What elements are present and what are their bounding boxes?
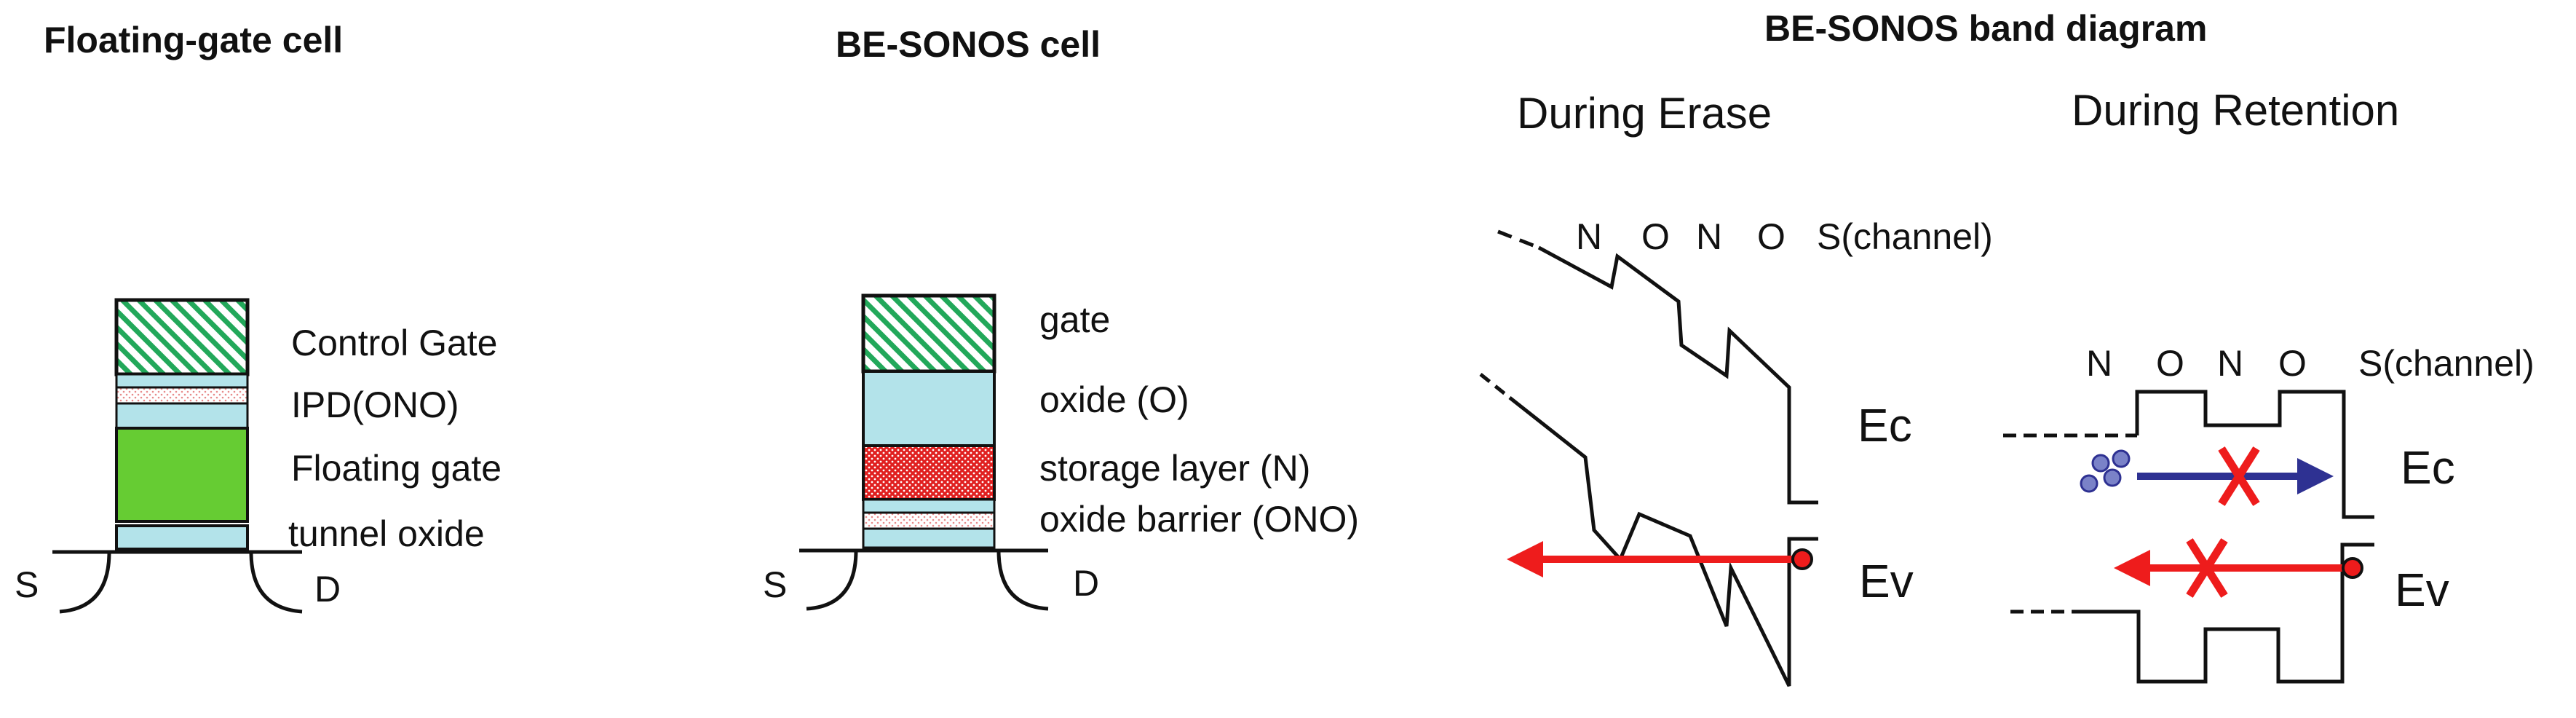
retention-conduction-band: [2135, 390, 2374, 519]
oxide-label: oxide (O): [1039, 379, 1189, 420]
erase-subtitle: During Erase: [1517, 89, 1772, 138]
be-sonos-source-junction: [806, 550, 858, 611]
floating-gate-title: Floating-gate cell: [44, 20, 343, 60]
erase-layer-n2: N: [1696, 216, 1722, 257]
electron-4: [2103, 468, 2122, 487]
band-diagram-title: BE-SONOS band diagram: [1764, 8, 2207, 49]
tunnel-oxide-layer: [115, 524, 249, 551]
blocking-oxide-layer: [862, 370, 996, 447]
floating-gate-stack: [114, 298, 250, 551]
drain-junction: [249, 551, 303, 614]
erase-valence-band: [1508, 396, 1818, 687]
retention-ev-label: Ev: [2395, 564, 2449, 616]
be-sonos-drain-label: D: [1073, 563, 1099, 604]
floating-gate-label: Floating gate: [291, 448, 502, 489]
control-gate-label: Control Gate: [291, 323, 497, 363]
retention-layer-n1: N: [2086, 343, 2112, 384]
electron-2: [2112, 449, 2131, 468]
ipd-label: IPD(ONO): [291, 384, 459, 425]
erase-layer-o1: O: [1641, 216, 1670, 257]
erase-valence-dash: [1479, 373, 1511, 399]
floating-gate-layer: [115, 427, 249, 523]
tunnel-oxide-label: tunnel oxide: [288, 513, 485, 554]
retention-layer-o2: O: [2278, 343, 2307, 384]
erase-layer-n1: N: [1576, 216, 1602, 257]
control-gate-layer: [114, 298, 250, 376]
source-label: S: [15, 564, 39, 605]
oxide-barrier-label: oxide barrier (ONO): [1039, 499, 1359, 540]
barrier-oxide-bottom: [862, 527, 996, 549]
erase-layer-o2: O: [1757, 216, 1786, 257]
erase-conduction-band: [1537, 245, 1818, 505]
drain-label: D: [314, 569, 341, 609]
retention-channel-label: S(channel): [2358, 343, 2535, 384]
erase-ec-label: Ec: [1858, 399, 1912, 451]
erase-ev-label: Ev: [1859, 555, 1914, 607]
be-sonos-drain-junction: [996, 550, 1049, 611]
retention-hole: [2342, 557, 2363, 579]
erase-channel-label: S(channel): [1817, 216, 1993, 257]
ipd-oxide-top: [115, 373, 249, 389]
be-sonos-source-label: S: [763, 564, 787, 605]
erase-band-panel: During Erase N O N O S(channel) Ec Ev: [1479, 89, 1993, 687]
electron-block-x: [2218, 446, 2260, 506]
erase-conduction-dash: [1497, 229, 1539, 250]
floating-gate-panel: Floating-gate cell S D Control Gate IPD(…: [15, 20, 502, 614]
be-sonos-cell-title: BE-SONOS cell: [836, 24, 1101, 65]
barrier-nitride: [862, 511, 996, 530]
be-sonos-cell-panel: BE-SONOS cell S D gate oxide (O) storage…: [763, 24, 1359, 611]
ipd-nitride: [115, 386, 249, 405]
be-sonos-stack: [861, 293, 996, 549]
retention-layer-o1: O: [2156, 343, 2184, 384]
retention-ec-label: Ec: [2401, 441, 2455, 494]
retention-layer-n2: N: [2217, 343, 2243, 384]
gate-label: gate: [1039, 299, 1110, 340]
hole-block-x: [2186, 538, 2228, 598]
storage-nitride-layer: [862, 444, 996, 501]
electron-3: [2080, 474, 2099, 493]
barrier-oxide-top: [862, 498, 996, 514]
retention-subtitle: During Retention: [2072, 86, 2399, 135]
erase-hole: [1791, 548, 1813, 570]
electron-1: [2091, 454, 2110, 473]
retention-band-panel: During Retention N O N O S(channel) Ec E…: [2003, 86, 2535, 684]
source-junction: [59, 551, 111, 614]
ipd-oxide-bottom: [115, 402, 249, 430]
storage-layer-label: storage layer (N): [1039, 448, 1310, 489]
gate-layer: [861, 293, 996, 374]
retention-valence-band: [2073, 543, 2374, 684]
